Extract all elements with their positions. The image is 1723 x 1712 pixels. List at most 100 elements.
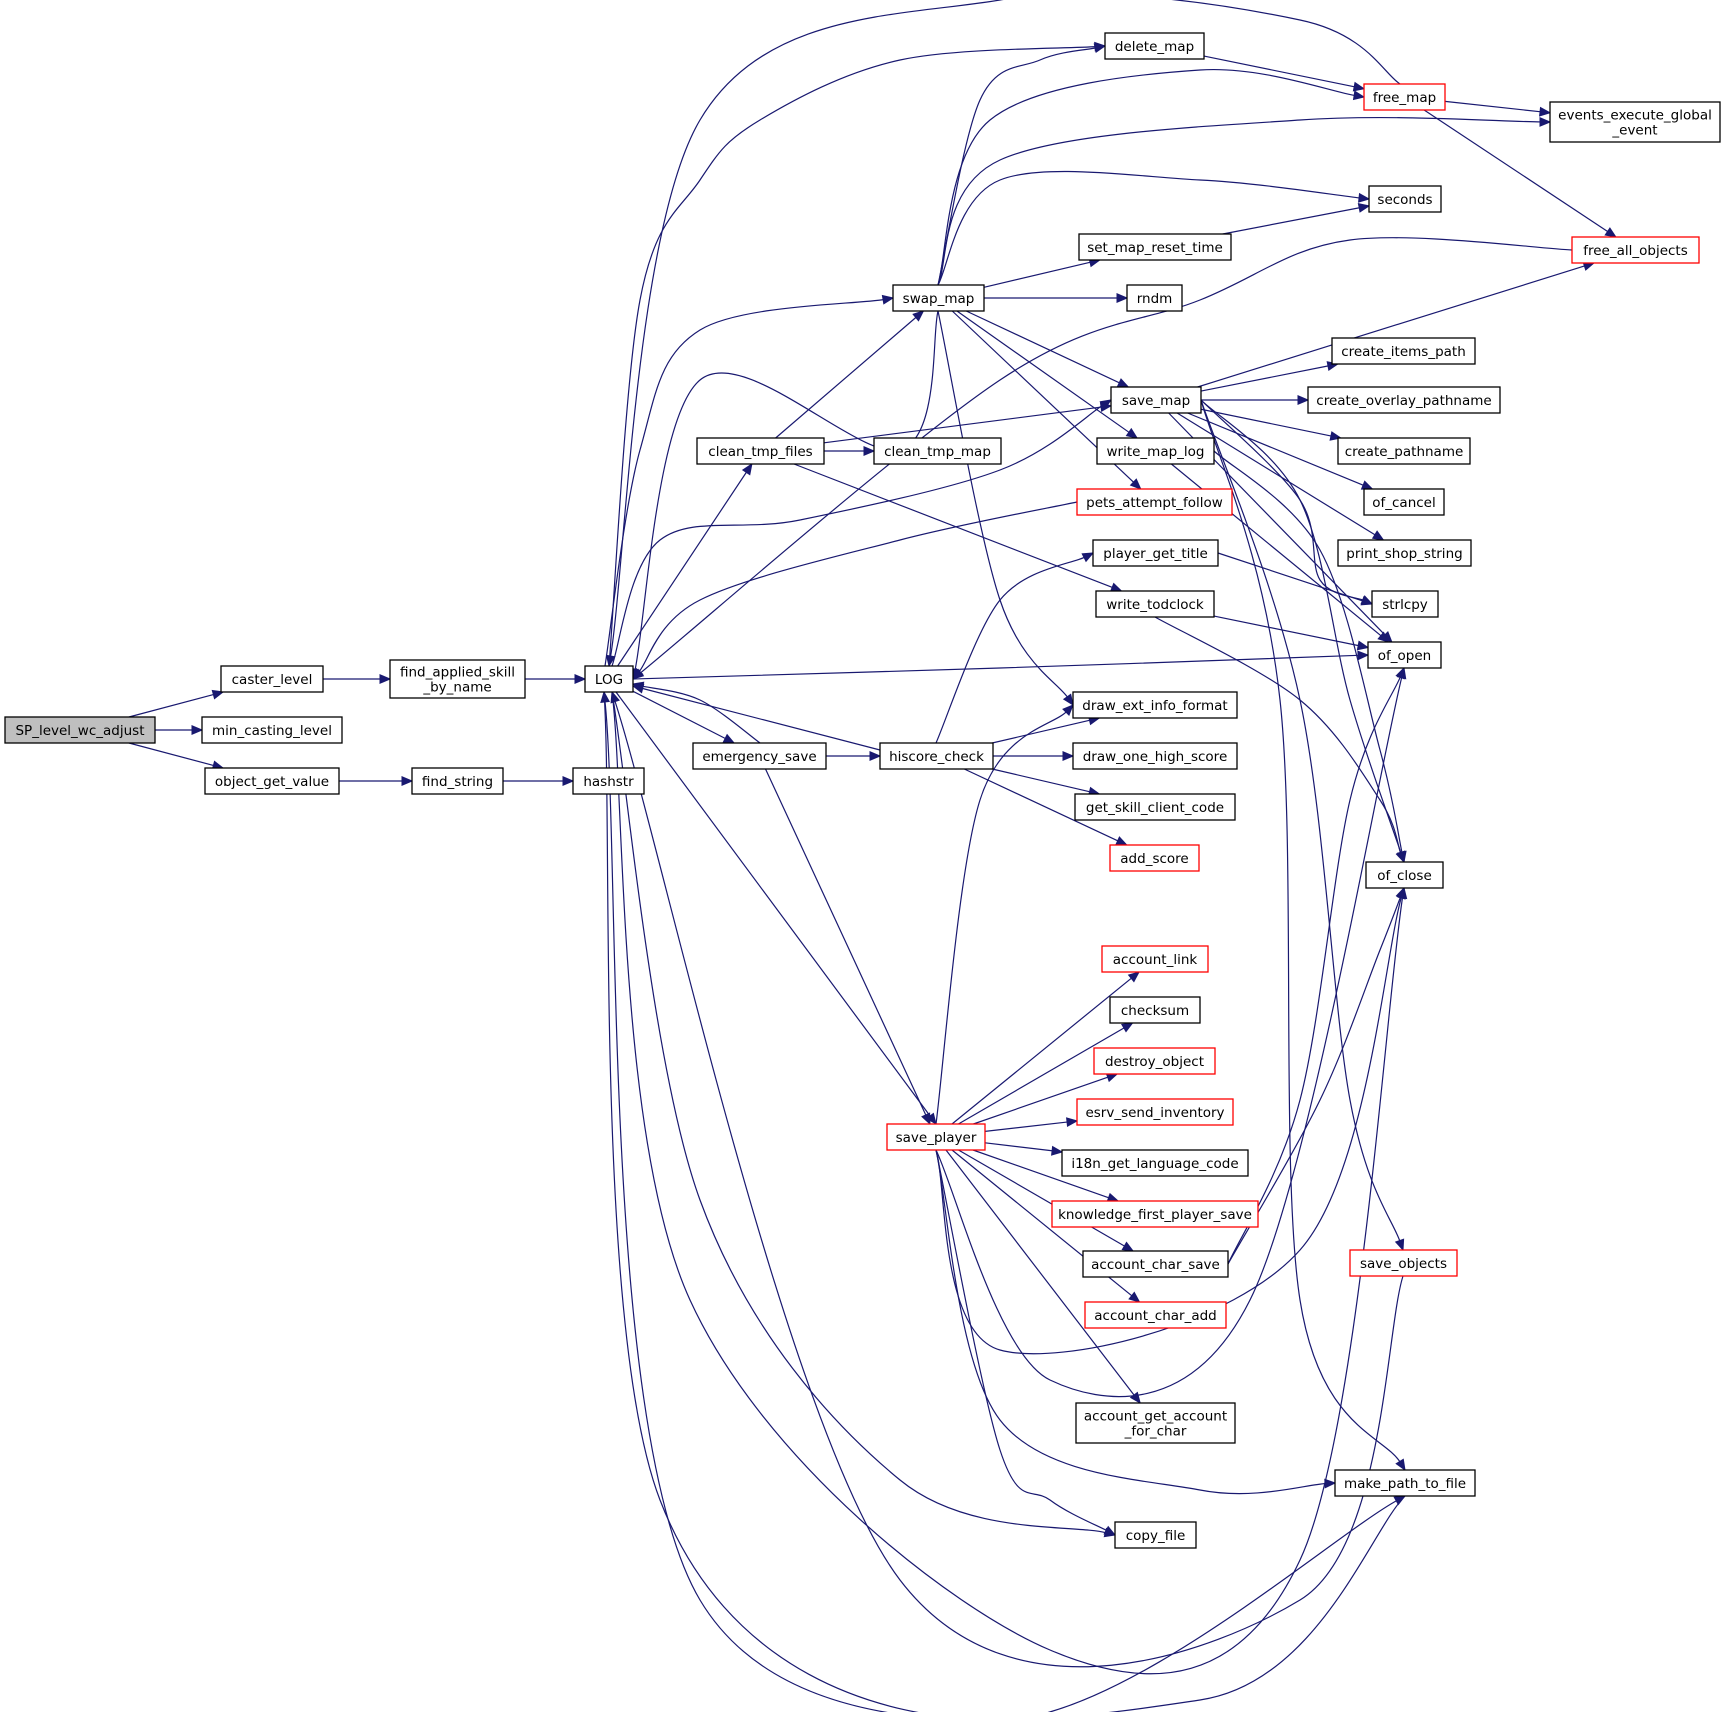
arrowhead-icon — [863, 446, 876, 456]
node-save-player[interactable]: save_player — [886, 1123, 986, 1151]
node-box — [1363, 488, 1445, 516]
node-box — [1331, 337, 1476, 365]
node-caster-level[interactable]: caster_level — [220, 665, 324, 693]
node-rndm[interactable]: rndm — [1126, 284, 1183, 312]
node-strlcpy[interactable]: strlcpy — [1371, 590, 1439, 618]
node-checksum[interactable]: checksum — [1109, 996, 1201, 1024]
arrowhead-icon — [1371, 530, 1385, 541]
arrowhead-icon — [1356, 640, 1370, 651]
node-label: account_char_add — [1094, 1308, 1217, 1324]
edge-hiscore_check-to-player_get_title — [935, 552, 1095, 744]
node-account-link[interactable]: account_link — [1101, 945, 1209, 973]
node-of-open[interactable]: of_open — [1367, 641, 1442, 669]
node-label: add_score — [1120, 851, 1188, 867]
edge-free_map-to-free_all_objects — [1423, 109, 1617, 238]
node-write-todclock[interactable]: write_todclock — [1095, 590, 1215, 618]
node-print-shop-string[interactable]: print_shop_string — [1337, 539, 1472, 567]
node-box — [1072, 691, 1238, 719]
node-create-items-path[interactable]: create_items_path — [1331, 337, 1476, 365]
node-swap-map[interactable]: swap_map — [892, 284, 985, 312]
node-LOG[interactable]: LOG — [584, 665, 634, 693]
node-account-get-account-for-char[interactable]: account_get_account_for_char — [1075, 1402, 1236, 1444]
node-hiscore-check[interactable]: hiscore_check — [879, 742, 994, 770]
edge-save_map-to-save_objects — [1200, 399, 1405, 1252]
node-events-execute-global-event[interactable]: events_execute_global_event — [1549, 101, 1721, 143]
node-set-map-reset-time[interactable]: set_map_reset_time — [1078, 233, 1232, 261]
edge-line — [935, 711, 1068, 1125]
edge-line — [611, 691, 1107, 1534]
edge-line — [951, 977, 1133, 1125]
node-hashstr[interactable]: hashstr — [572, 767, 645, 795]
arrowhead-icon — [1103, 1525, 1117, 1536]
node-destroy-object[interactable]: destroy_object — [1093, 1047, 1216, 1075]
arrowhead-icon — [610, 690, 620, 704]
node-of-cancel[interactable]: of_cancel — [1363, 488, 1445, 516]
node-box — [1549, 101, 1721, 143]
edge-save_map-to-of_cancel — [1187, 412, 1374, 490]
edge-save_map-to-create_overlay_pathname — [1201, 395, 1310, 405]
edge-line — [1200, 399, 1401, 1242]
edge-save_map-to-create_pathname — [1200, 408, 1343, 441]
node-object-get-value[interactable]: object_get_value — [204, 767, 340, 795]
edge-line — [983, 261, 1092, 288]
edge-LOG-to-delete_map — [608, 41, 1107, 667]
node-account-char-add[interactable]: account_char_add — [1084, 1301, 1227, 1329]
edge-line — [937, 116, 1542, 286]
node-SP-level-wc-adjust[interactable]: SP_level_wc_adjust — [4, 716, 156, 744]
node-clean-tmp-map[interactable]: clean_tmp_map — [873, 437, 1002, 465]
node-player-get-title[interactable]: player_get_title — [1092, 539, 1219, 567]
node-of-close[interactable]: of_close — [1365, 861, 1444, 889]
node-label: set_map_reset_time — [1087, 240, 1223, 256]
node-i18n-get-language-code[interactable]: i18n_get_language_code — [1061, 1149, 1249, 1177]
node-save-map[interactable]: save_map — [1110, 386, 1202, 414]
node-get-skill-client-code[interactable]: get_skill_client_code — [1074, 793, 1236, 821]
edge-line — [1217, 552, 1364, 602]
arrowhead-icon — [881, 294, 895, 305]
node-knowledge-first-player-save[interactable]: knowledge_first_player_save — [1051, 1200, 1259, 1228]
node-find-applied-skill-by-name[interactable]: find_applied_skill_by_name — [389, 659, 526, 699]
node-label: account_char_save — [1091, 1257, 1220, 1273]
node-min-casting-level[interactable]: min_casting_level — [201, 716, 343, 744]
node-make-path-to-file[interactable]: make_path_to_file — [1334, 1469, 1476, 1497]
node-create-pathname[interactable]: create_pathname — [1337, 437, 1471, 465]
arrowhead-icon — [605, 654, 616, 668]
edge-swap_map-to-save_map — [965, 310, 1130, 388]
node-box — [1095, 590, 1215, 618]
edge-line — [1200, 399, 1402, 854]
node-create-overlay-pathname[interactable]: create_overlay_pathname — [1307, 386, 1501, 414]
node-label: events_execute_global — [1558, 108, 1712, 124]
node-esrv-send-inventory[interactable]: esrv_send_inventory — [1076, 1098, 1234, 1126]
node-emergency-save[interactable]: emergency_save — [692, 742, 827, 770]
node-seconds[interactable]: seconds — [1368, 185, 1442, 213]
node-label: draw_ext_info_format — [1082, 698, 1227, 714]
edge-line — [604, 298, 885, 667]
node-copy-file[interactable]: copy_file — [1114, 1521, 1197, 1549]
node-account-char-save[interactable]: account_char_save — [1082, 1250, 1229, 1278]
arrowhead-icon — [1120, 1022, 1134, 1033]
node-pets-attempt-follow[interactable]: pets_attempt_follow — [1076, 488, 1233, 516]
edge-line — [956, 310, 1131, 434]
edge-find_string-to-hashstr — [503, 776, 575, 786]
node-clean-tmp-files[interactable]: clean_tmp_files — [696, 437, 825, 465]
node-free-map[interactable]: free_map — [1363, 83, 1446, 111]
node-draw-one-high-score[interactable]: draw_one_high_score — [1072, 742, 1238, 770]
node-find-string[interactable]: find_string — [411, 767, 504, 795]
arrowhead-icon — [1358, 192, 1371, 203]
node-save-objects[interactable]: save_objects — [1349, 1249, 1458, 1277]
node-add-score[interactable]: add_score — [1109, 844, 1200, 872]
node-box — [692, 742, 827, 770]
edge-line — [937, 170, 1361, 286]
node-free-all-objects[interactable]: free_all_objects — [1571, 236, 1700, 264]
edge-write_todclock-to-of_close — [1154, 616, 1405, 864]
edge-line — [1213, 615, 1360, 647]
edge-line — [1197, 265, 1586, 388]
arrowhead-icon — [1093, 43, 1107, 54]
node-label: write_map_log — [1106, 444, 1204, 460]
node-box — [879, 742, 994, 770]
node-box — [873, 437, 1002, 465]
node-write-map-log[interactable]: write_map_log — [1096, 437, 1215, 465]
node-draw-ext-info-format[interactable]: draw_ext_info_format — [1072, 691, 1238, 719]
node-box — [4, 716, 156, 744]
node-delete-map[interactable]: delete_map — [1104, 32, 1205, 60]
node-box — [1337, 539, 1472, 567]
